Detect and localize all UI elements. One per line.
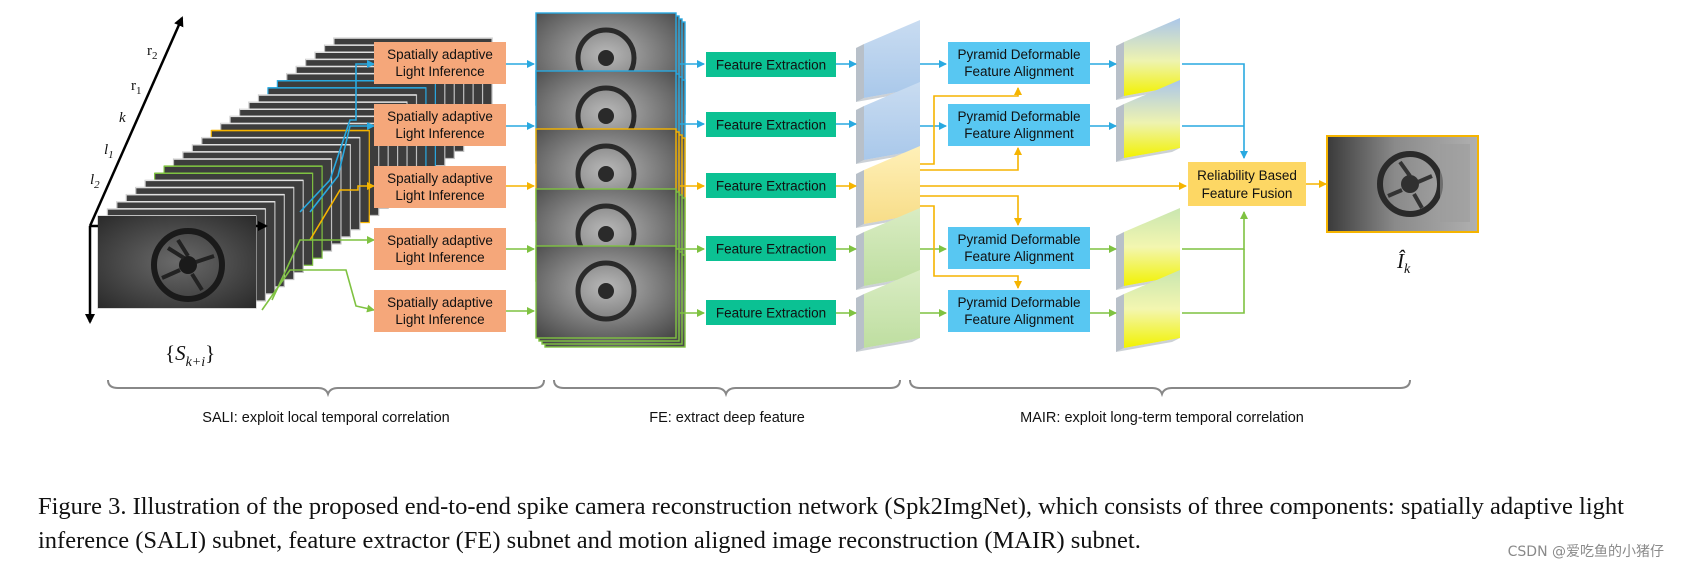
sali-box-5-label-line-2: Light Inference	[395, 312, 484, 327]
fe-box-2-label: Feature Extraction	[716, 118, 826, 133]
pdfa-box-2-label-line-1: Pyramid Deformable	[957, 109, 1080, 124]
stack-label-r1: r1	[131, 78, 142, 97]
output-reconstruction-image	[1326, 135, 1479, 233]
sali-box-3-label-line-1: Spatially adaptive	[387, 171, 493, 186]
fe-box-2: Feature Extraction	[706, 112, 836, 137]
light-inference-frames	[535, 12, 686, 348]
pdfa-box-4-label-line-1: Pyramid Deformable	[957, 295, 1080, 310]
output-label: Îk	[1396, 249, 1411, 277]
sali-box-5-label-line-1: Spatially adaptive	[387, 295, 493, 310]
fe-box-3: Feature Extraction	[706, 173, 836, 198]
fusion-label-line-1: Reliability Based	[1197, 168, 1297, 183]
feature-cube-5	[856, 270, 920, 352]
section-label-fe: FE: extract deep feature	[649, 410, 805, 426]
fan-hub	[598, 166, 614, 182]
pdfa-box-4-label-line-2: Feature Alignment	[964, 312, 1074, 327]
watermark: CSDN @爱吃鱼的小猪仔	[1504, 541, 1667, 561]
stack-to-sali-arrows	[261, 60, 375, 313]
aligned-feature-cubes	[1116, 18, 1180, 352]
fe-box-3-label: Feature Extraction	[716, 179, 826, 194]
spike-set-label: {Sk+i}	[165, 341, 215, 370]
aligned-cube-4	[1116, 270, 1180, 352]
fan-hub	[598, 226, 614, 242]
section-label-mair: MAIR: exploit long-term temporal correla…	[1020, 410, 1304, 426]
light-frame-stack-5	[535, 245, 686, 348]
alignment-routing-arrows	[920, 60, 1187, 317]
pdfa-box-3-label-line-2: Feature Alignment	[964, 249, 1074, 264]
sali-box-1-label-line-1: Spatially adaptive	[387, 47, 493, 62]
stack-label-l2: l2	[90, 172, 100, 191]
aligned-cube-2	[1116, 80, 1180, 162]
front-spike-frame	[98, 216, 256, 308]
section-label-sali: SALI: exploit local temporal correlation	[202, 410, 449, 426]
sali-box-4-label-line-1: Spatially adaptive	[387, 233, 493, 248]
pdfa-box-3-label-line-1: Pyramid Deformable	[957, 232, 1080, 247]
stack-label-l1: l1	[104, 142, 114, 161]
fe-box-1: Feature Extraction	[706, 52, 836, 77]
reliability-fusion-box: Reliability Based Feature Fusion	[1188, 162, 1306, 206]
frames-to-fe-arrows	[680, 60, 705, 317]
fe-box-5-label: Feature Extraction	[716, 306, 826, 321]
stack-depth-axis	[88, 16, 184, 227]
sali-box-3-label-line-2: Light Inference	[395, 188, 484, 203]
pdfa-to-aligned-arrows	[1090, 60, 1117, 317]
fan-hub	[598, 50, 614, 66]
sali-to-frames-arrows	[506, 60, 535, 315]
figure-caption: Figure 3. Illustration of the proposed e…	[38, 493, 1624, 554]
pdfa-box-1-label-line-2: Feature Alignment	[964, 64, 1074, 79]
fe-box-1-label: Feature Extraction	[716, 58, 826, 73]
aligned-to-fusion-arrows	[1182, 63, 1248, 314]
stack-label-k: k	[119, 110, 126, 126]
fan-hub	[598, 283, 614, 299]
fe-box-4-label: Feature Extraction	[716, 242, 826, 257]
fan-wheel	[575, 260, 637, 322]
fan-hub	[598, 108, 614, 124]
fe-box-4: Feature Extraction	[706, 236, 836, 261]
section-braces	[107, 379, 1411, 398]
sali-box-2-label-line-1: Spatially adaptive	[387, 109, 493, 124]
pdfa-box-1-label-line-1: Pyramid Deformable	[957, 47, 1080, 62]
fe-to-cubes-arrows	[836, 60, 857, 317]
feature-cubes	[856, 20, 920, 352]
fe-box-5: Feature Extraction	[706, 300, 836, 325]
sali-box-4-label-line-2: Light Inference	[395, 250, 484, 265]
pdfa-box-2-label-line-2: Feature Alignment	[964, 126, 1074, 141]
fusion-label-line-2: Feature Fusion	[1202, 186, 1293, 201]
sali-box-1-label-line-2: Light Inference	[395, 64, 484, 79]
sali-box-2-label-line-2: Light Inference	[395, 126, 484, 141]
stack-label-r2: r2	[147, 43, 158, 62]
